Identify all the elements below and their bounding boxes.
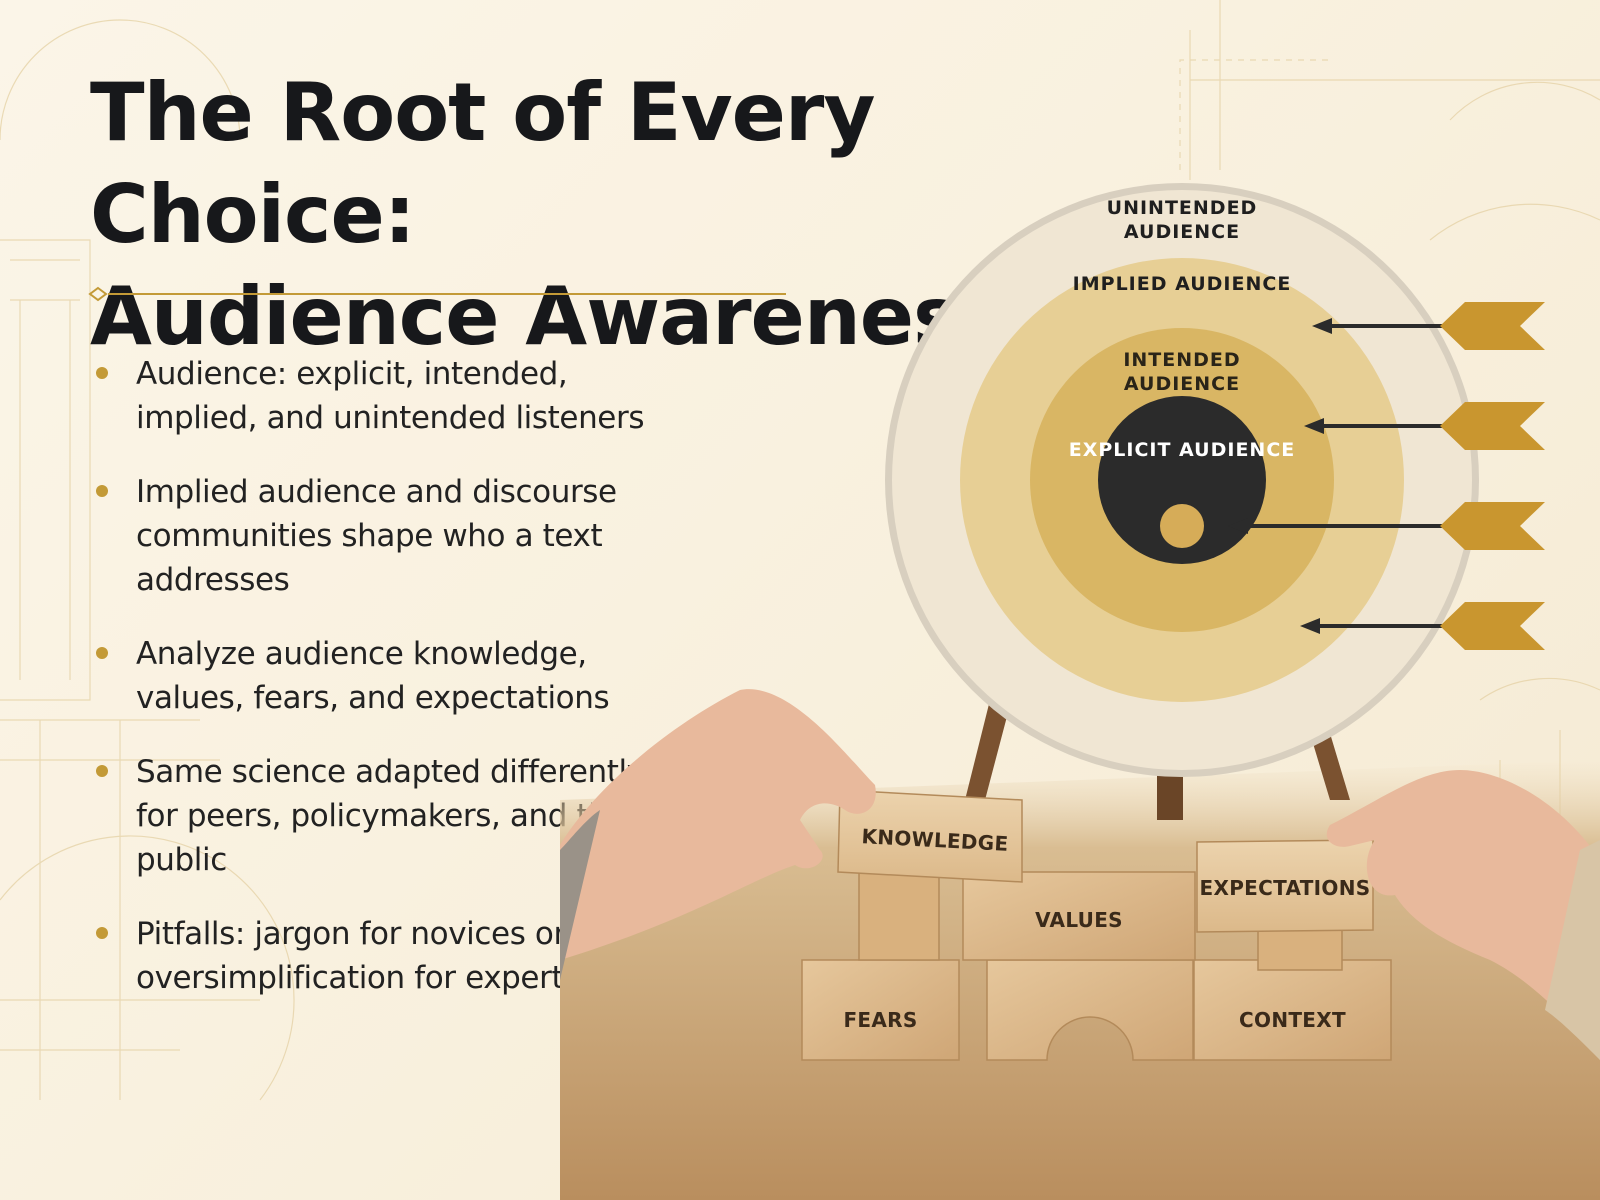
block-label-context: CONTEXT (1239, 1008, 1346, 1032)
block-label-values: VALUES (1035, 908, 1123, 932)
target-and-blocks-illustration: UNINTENDED AUDIENCE IMPLIED AUDIENCE INT… (560, 160, 1600, 1200)
page-title-line-1: The Root of Every Choice: (90, 66, 876, 261)
block-label-fears: FEARS (843, 1008, 918, 1032)
bullet-dot-icon (96, 765, 108, 777)
arrow-fletching-icon (1440, 302, 1545, 650)
illustration-artwork (560, 183, 1600, 1200)
bullet-dot-icon (96, 647, 108, 659)
bullet-text: Audience: explicit, intended, implied, a… (136, 356, 645, 436)
bullet-dot-icon (96, 485, 108, 497)
bullet-dot-icon (96, 927, 108, 939)
bullet-dot-icon (96, 367, 108, 379)
ring-label-explicit: EXPLICIT AUDIENCE (1068, 439, 1296, 461)
bullet-item-implied-audience: Implied audience and discourse communiti… (96, 470, 656, 602)
block-label-expectations: EXPECTATIONS (1199, 876, 1371, 900)
wooden-blocks (801, 789, 1392, 1061)
left-hand-icon (560, 689, 876, 980)
bullet-text: Pitfalls: jargon for novices or oversimp… (136, 916, 579, 996)
ring-label-unintended: UNINTENDED AUDIENCE (1106, 197, 1258, 243)
bullet-item-audience-types: Audience: explicit, intended, implied, a… (96, 352, 656, 440)
bullet-text: Same science adapted differently for pee… (136, 754, 645, 878)
right-hand-icon (1326, 770, 1600, 1060)
ring-label-implied: IMPLIED AUDIENCE (1072, 273, 1292, 295)
bullet-text: Implied audience and discourse communiti… (136, 474, 617, 598)
bullet-item-analyze-audience: Analyze audience knowledge, values, fear… (96, 632, 656, 720)
bullet-text: Analyze audience knowledge, values, fear… (136, 636, 610, 716)
page-title-line-2: Audience Awareness (90, 270, 1007, 363)
title-divider (88, 286, 786, 302)
bullet-list: Audience: explicit, intended, implied, a… (96, 352, 656, 1030)
ring-label-intended: INTENDED AUDIENCE (1123, 349, 1241, 395)
bullet-item-same-science: Same science adapted differently for pee… (96, 750, 656, 882)
page-title: The Root of Every Choice: Audience Aware… (90, 62, 1190, 368)
bullet-item-pitfalls: Pitfalls: jargon for novices or oversimp… (96, 912, 656, 1000)
